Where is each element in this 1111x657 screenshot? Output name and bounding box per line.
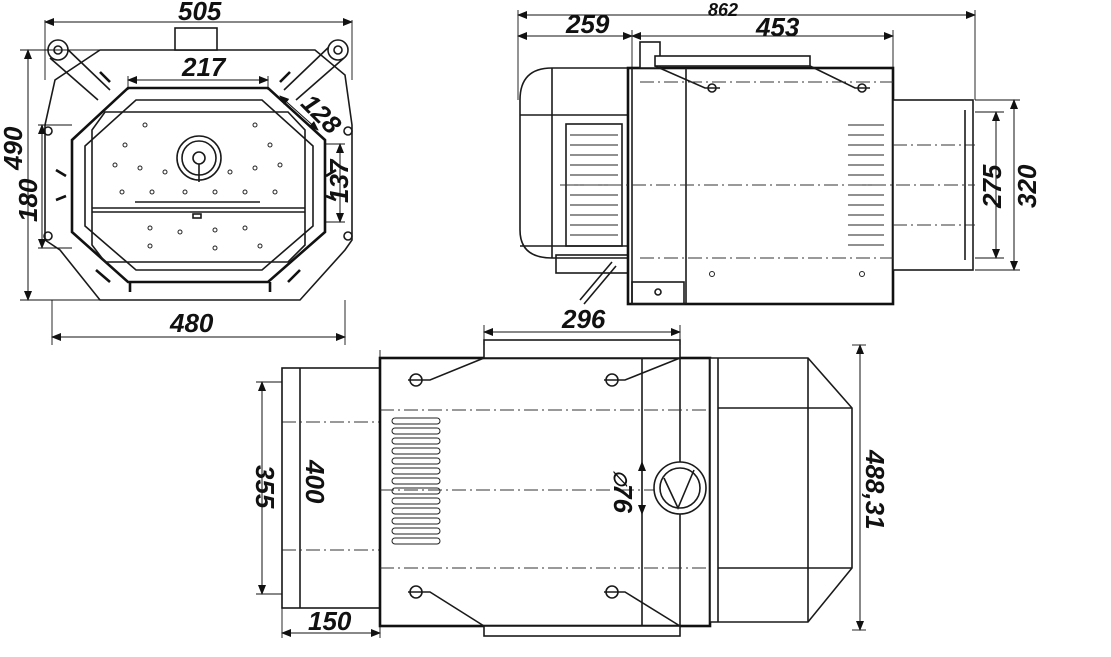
- dim-505-label: 505: [178, 0, 222, 26]
- dim-400-label: 400: [300, 459, 330, 504]
- dim-488-label: 488,31: [860, 449, 890, 530]
- dim-320-label: 320: [1012, 164, 1042, 208]
- top-body-vents: [391, 417, 441, 545]
- top-inlet-fitting: [653, 461, 707, 515]
- top-brackets: [408, 339, 681, 637]
- side-burner-head: [519, 67, 629, 259]
- dim-259-label: 259: [565, 9, 610, 39]
- front-dimensions: [20, 18, 353, 345]
- dim-453-label: 453: [755, 12, 800, 42]
- front-octagon-outer: [70, 86, 327, 284]
- front-slots: [55, 71, 337, 292]
- front-lifting-ears: [47, 39, 349, 101]
- front-perforations: [112, 122, 283, 251]
- dim-76-label: 76: [608, 484, 638, 513]
- side-dimensions: [517, 10, 1020, 271]
- top-burner-head: [709, 357, 853, 623]
- top-dimensions: [256, 325, 866, 638]
- top-combustion-tube: [281, 367, 381, 609]
- dim-180-label: 180: [13, 178, 43, 222]
- side-view: 862 259 453 275 320: [517, 0, 1042, 306]
- top-view: 296 355 400 150 ∅ 76 488,31: [250, 304, 890, 638]
- side-main-body: [626, 66, 895, 306]
- front-octagon-inner: [84, 99, 314, 271]
- dim-150-label: 150: [308, 606, 352, 636]
- dim-137-label: 137: [324, 158, 354, 203]
- dim-76-symbol: ∅: [610, 470, 630, 488]
- dim-355-label: 355: [250, 465, 280, 509]
- side-brackets: [654, 55, 870, 93]
- dim-480-label: 480: [169, 308, 214, 338]
- dim-296-label: 296: [561, 304, 606, 334]
- front-flue-stub: [174, 27, 218, 51]
- dim-217-label: 217: [181, 52, 227, 82]
- front-view: 505 217 128 490 180 137 480: [0, 0, 354, 345]
- dim-275-label: 275: [977, 164, 1007, 209]
- dim-490-label: 490: [0, 126, 28, 171]
- dim-862-label: 862: [708, 0, 738, 20]
